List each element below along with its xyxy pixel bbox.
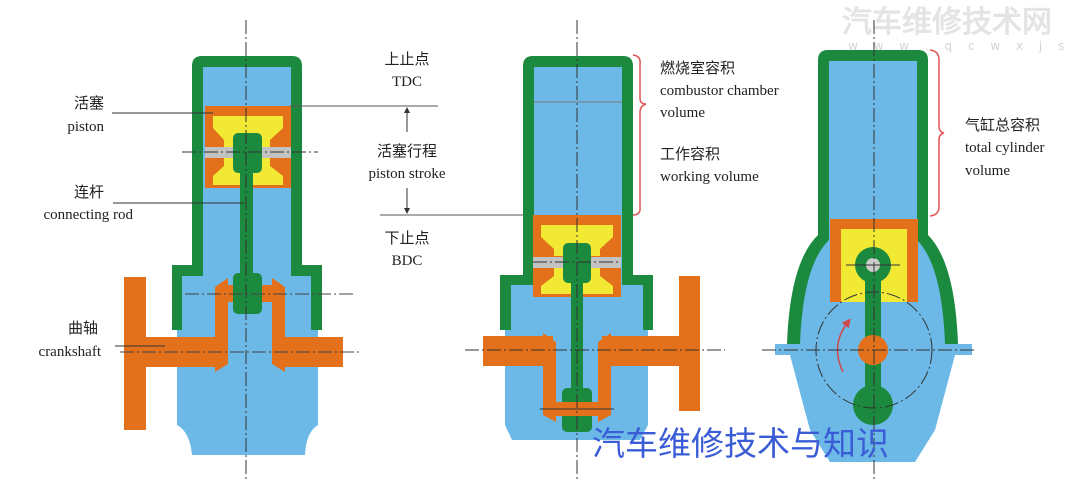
big-end [853,385,893,425]
diagram-piston-at-bdc [465,20,725,480]
total-label-en2: volume [965,163,1010,179]
flywheel [679,276,700,411]
crank-label-cn: 曲轴 [68,319,98,337]
total-label-en1: total cylinder [965,140,1045,156]
cylinder-wall [172,56,322,330]
diagram-total-volume [762,20,975,480]
rotation-arrow-icon [836,318,851,373]
stroke-label-en: piston stroke [368,166,445,182]
flywheel [124,277,146,430]
cylinder-wall [500,56,653,330]
rod-label-en: connecting rod [43,207,133,223]
total-volume-bracket [929,49,945,217]
crankshaft-left [483,336,553,366]
site-watermark: 汽车维修技术网 [842,5,1052,40]
bottom-watermark: 汽车维修技术与知识 [592,424,889,463]
url-watermark: w w w . q c w x j s . c o m [848,39,1080,53]
rod-label-cn: 连杆 [74,183,104,201]
crankshaft-right [602,336,692,366]
small-end [233,133,262,173]
tdc-label-en: TDC [392,74,422,90]
diagram-piston-at-tdc [112,20,360,480]
crank-label-en: crankshaft [39,344,102,360]
working-label-en: working volume [660,169,759,185]
total-label-cn: 气缸总容积 [965,116,1040,134]
combustion-label-en2: volume [660,105,705,121]
piston-insert [213,116,283,185]
bdc-label-en: BDC [392,253,423,269]
bdc-label-cn: 下止点 [384,229,429,247]
piston-insert [541,225,613,294]
combustion-label-cn: 燃烧室容积 [660,59,735,77]
stroke-label-cn: 活塞行程 [377,142,437,160]
tdc-label-cn: 上止点 [384,50,429,68]
piston-label-en: piston [67,119,104,135]
combustion-label-en1: combustor chamber [660,83,779,99]
working-label-cn: 工作容积 [660,145,720,163]
piston-label-cn: 活塞 [74,94,104,112]
volume-bracket [632,54,647,216]
